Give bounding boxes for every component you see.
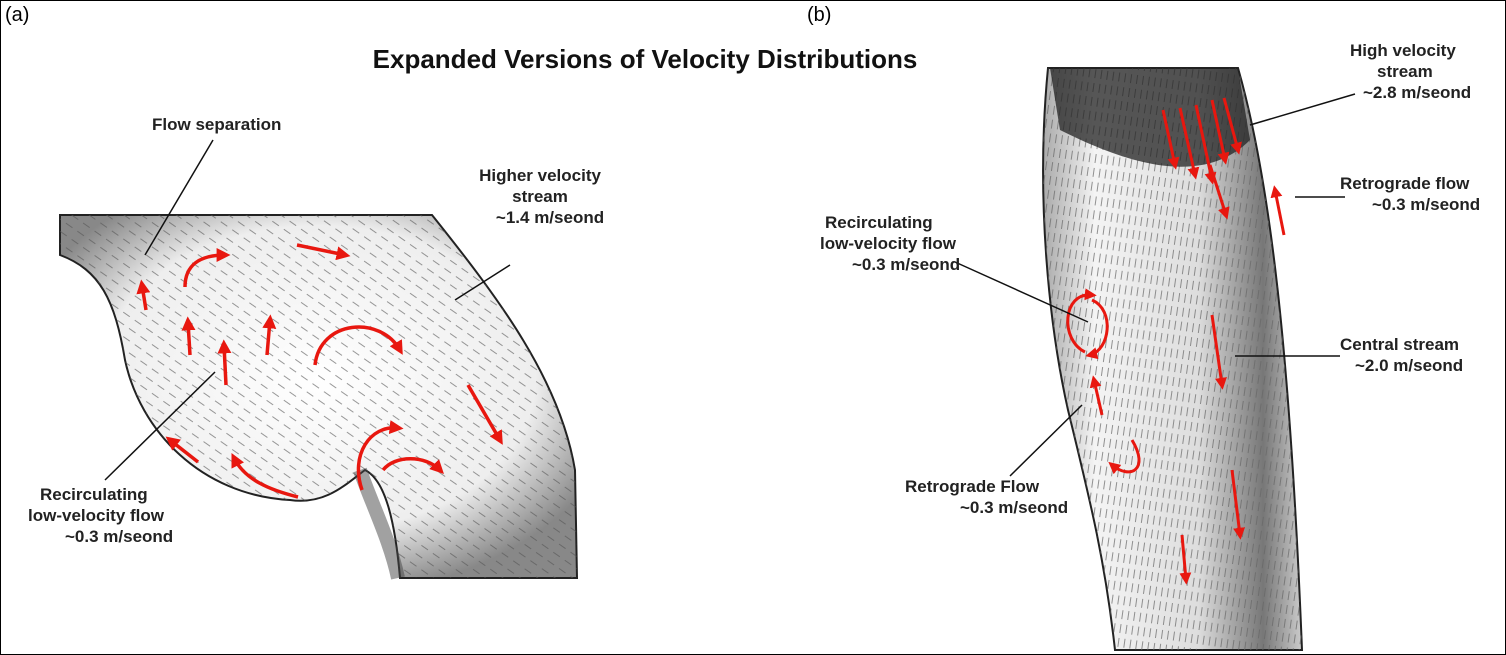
flow-arrow — [1161, 109, 1180, 170]
label-line: Retrograde flow — [1340, 174, 1470, 193]
flow-arrow — [296, 243, 351, 261]
flow-separation-label: Flow separation — [152, 115, 282, 134]
flow-arrow — [1208, 164, 1230, 220]
flow-arrow — [136, 279, 151, 311]
label-line: ~0.3 m/seond — [852, 255, 961, 274]
label-line: Central stream — [1340, 335, 1460, 354]
label-line: ~0.3 m/seond — [1372, 195, 1481, 214]
recirculating-label-b: Recirculating low-velocity flow ~0.3 m/s… — [820, 212, 960, 275]
label-line: low-velocity flow — [820, 234, 957, 253]
high-velocity-label: High velocity stream ~2.8 m/seond — [1345, 40, 1471, 103]
flow-arrow — [1179, 534, 1192, 585]
label-line: Retrograde Flow — [905, 477, 1040, 496]
label-line: stream — [1377, 62, 1433, 81]
flow-arrow — [466, 384, 503, 445]
flow-arrow — [1230, 469, 1246, 540]
panel-b-flow-arrows — [1066, 97, 1286, 585]
flow-arrow — [1222, 97, 1242, 155]
retrograde-flow-top-label: Retrograde flow ~0.3 m/seond — [1340, 173, 1480, 215]
flow-arrow — [1085, 298, 1109, 360]
flow-arrow — [1210, 99, 1230, 165]
flow-arrow — [181, 316, 196, 356]
label-line: stream — [512, 187, 568, 206]
flow-arrow — [313, 325, 403, 366]
flow-arrow — [1066, 288, 1097, 354]
flow-arrow — [1089, 375, 1104, 416]
flow-arrow — [381, 457, 444, 474]
flow-arrow — [231, 452, 299, 499]
panel-a-leader-lines — [104, 139, 511, 481]
label-line: High velocity — [1350, 41, 1456, 60]
panel-b-label: (b) — [807, 4, 832, 26]
flow-arrow — [1270, 185, 1286, 236]
label-line: ~0.3 m/seond — [65, 527, 174, 546]
central-stream-label: Central stream ~2.0 m/seond — [1340, 334, 1463, 376]
label-line: Higher velocity — [479, 166, 601, 185]
label-line: Recirculating — [40, 485, 148, 504]
panel-a-label: (a) — [5, 4, 30, 26]
flow-arrow — [1108, 439, 1141, 475]
panel-a-vessel — [59, 214, 579, 580]
label-line: ~2.0 m/seond — [1355, 356, 1464, 375]
higher-velocity-label: Higher velocity stream ~1.4 m/seond — [455, 165, 625, 228]
label-line: ~1.4 m/seond — [495, 208, 605, 227]
flow-arrow — [1210, 314, 1227, 390]
panel-a-flow-arrows — [136, 243, 503, 499]
flow-arrow — [183, 248, 231, 288]
label-line: ~0.3 m/seond — [960, 498, 1069, 517]
panel-b-leader-lines — [954, 93, 1356, 477]
recirculating-label-a: Recirculating low-velocity flow ~0.3 m/s… — [28, 484, 173, 547]
figure-title: Expanded Versions of Velocity Distributi… — [372, 44, 918, 74]
flow-arrow — [356, 420, 404, 491]
flow-arrow — [1178, 107, 1200, 180]
flow-arrow — [262, 314, 277, 356]
label-line: ~2.8 m/seond — [1363, 83, 1472, 102]
label-line: Recirculating — [825, 213, 933, 232]
flow-arrow — [217, 339, 232, 386]
flow-arrow — [165, 436, 200, 464]
label-line: low-velocity flow — [28, 506, 165, 525]
retrograde-flow-bottom-label: Retrograde Flow ~0.3 m/seond — [905, 476, 1068, 518]
